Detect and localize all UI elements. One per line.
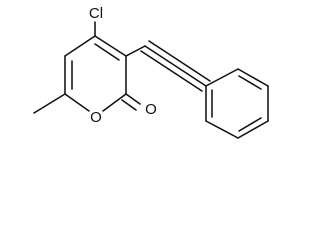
bond-c3-alkyne bbox=[125, 45, 146, 57]
molecule-diagram: Cl O O bbox=[33, 5, 269, 139]
bond-alkyne-triple-1 bbox=[144, 45, 207, 87]
bond-o1-c2 bbox=[102, 93, 127, 112]
bond-c2-o-double-b bbox=[121, 99, 137, 111]
bond-ph-5 bbox=[205, 120, 239, 139]
bond-c4-c5 bbox=[64, 35, 96, 57]
chemical-structure-canvas: Cl O O bbox=[33, 4, 269, 139]
bond-alkyne-triple-2 bbox=[148, 40, 211, 82]
bond-c6-o1 bbox=[64, 93, 90, 112]
bond-c3-c4 bbox=[94, 35, 127, 57]
chlorine-label: Cl bbox=[89, 5, 103, 22]
carbonyl-oxygen-label: O bbox=[145, 101, 157, 118]
bond-c6-methyl bbox=[33, 93, 66, 114]
bond-c2-o-double-a bbox=[125, 93, 141, 105]
bond-ph-inner-2 bbox=[238, 117, 262, 132]
bond-ph-4 bbox=[237, 120, 269, 139]
ring-oxygen-label: O bbox=[90, 109, 102, 126]
bond-alkyne-triple-3 bbox=[140, 50, 203, 92]
bond-c3-c4-inner bbox=[94, 43, 120, 61]
bond-ph-2 bbox=[237, 68, 269, 87]
bond-ph-1 bbox=[205, 68, 239, 87]
bond-ph-inner-1 bbox=[238, 75, 262, 90]
